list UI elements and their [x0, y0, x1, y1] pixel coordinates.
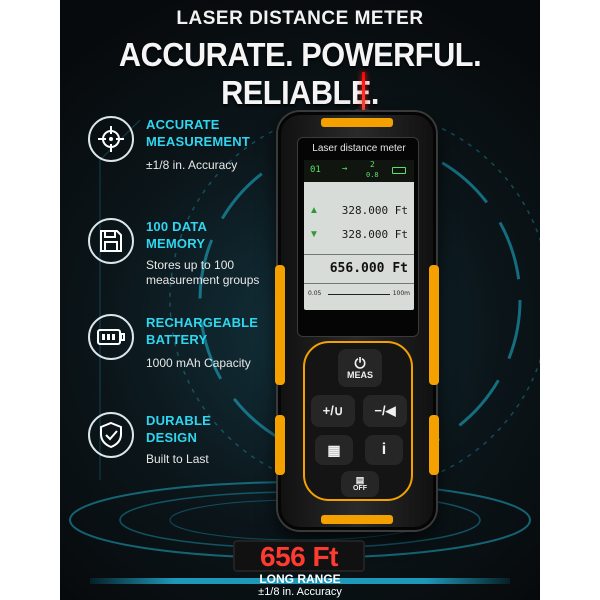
lcd-row-value: 328.000 Ft	[341, 228, 408, 241]
scale-line	[328, 294, 390, 295]
triangle-down-icon: ▼	[309, 229, 319, 240]
shield-check-icon	[88, 412, 134, 458]
off-label: OFF	[353, 485, 367, 492]
lcd-display: 01 → 2 0.8 ▲ 328.000 Ft ▼ 328.000 Ft 656…	[304, 160, 414, 310]
power-icon: ⏻	[354, 355, 366, 371]
feature-title: DURABLE DESIGN	[146, 413, 211, 445]
feature-desc: ±1/8 in. Accuracy	[146, 158, 238, 172]
feature-title: RECHARGEABLE BATTERY	[146, 315, 259, 347]
arrow-right-icon: →	[342, 164, 348, 174]
lcd-row-value: 328.000 Ft	[341, 204, 408, 217]
device-bottom-accent	[321, 515, 393, 524]
menu-button[interactable]: ▦	[315, 435, 353, 465]
range-value: 656 Ft	[260, 541, 338, 572]
lcd-row-2: ▼ 328.000 Ft	[304, 224, 414, 246]
triangle-up-icon: ▲	[309, 205, 319, 216]
clear-icon: ▤	[355, 475, 365, 485]
white-border-left	[0, 0, 60, 600]
floppy-disk-icon	[88, 218, 134, 264]
meas-label: MEAS	[346, 370, 373, 380]
headline: ACCURATE. POWERFUL. RELIABLE.	[118, 36, 482, 111]
info-button[interactable]: i	[365, 435, 403, 465]
minus-button[interactable]: −/◀	[363, 395, 407, 427]
feature-rechargeable-battery: RECHARGEABLE BATTERY 1000 mAh Capacity	[88, 314, 268, 374]
range-label: LONG RANGE	[259, 572, 341, 586]
range-sub: ±1/8 in. Accuracy	[258, 586, 342, 598]
feature-desc: 1000 mAh Capacity	[146, 356, 251, 370]
plus-button[interactable]: +/∪	[311, 395, 355, 427]
clear-off-button[interactable]: ▤ OFF	[341, 471, 379, 497]
feature-title: 100 DATA MEMORY	[146, 219, 208, 251]
range-badge: 656 Ft	[233, 540, 365, 572]
battery-icon	[88, 314, 134, 360]
lcd-row-1: ▲ 328.000 Ft	[304, 200, 414, 222]
device-screen: Laser distance meter 01 → 2 0.8 ▲ 328.00…	[297, 137, 419, 337]
crosshair-icon	[88, 116, 134, 162]
screen-title: Laser distance meter	[312, 143, 406, 154]
laser-beam	[362, 72, 365, 124]
feature-accurate-measurement: ACCURATE MEASUREMENT ±1/8 in. Accuracy	[88, 116, 268, 176]
scale-end: 100m	[392, 290, 410, 297]
range-ruler	[90, 578, 510, 584]
lcd-main-reading: 656.000 Ft	[304, 254, 414, 284]
device-keypad: ⏻ MEAS +/∪ −/◀ ▦ i ▤ OFF	[303, 341, 413, 501]
device-side-accent-right	[429, 265, 439, 385]
lcd-count: 2	[370, 160, 375, 169]
lcd-range-scale: 0.05 100m	[308, 288, 410, 306]
lcd-mode: 01	[310, 165, 321, 175]
device-side-accent-left-lower	[275, 415, 285, 475]
lcd-status-bar: 01 → 2 0.8	[304, 160, 414, 182]
product-kicker: LASER DISTANCE METER	[176, 8, 424, 29]
device-top-accent	[321, 118, 393, 127]
white-border-right	[540, 0, 600, 600]
feature-title: ACCURATE MEASUREMENT	[146, 117, 251, 149]
device-side-accent-right-lower	[429, 415, 439, 475]
scale-start: 0.05	[308, 290, 322, 297]
lcd-offset: 0.8	[366, 171, 379, 179]
device-side-accent-left	[275, 265, 285, 385]
feature-data-memory: 100 DATA MEMORY Stores up to 100 measure…	[88, 218, 268, 290]
feature-durable-design: DURABLE DESIGN Built to Last	[88, 412, 268, 472]
meas-power-button[interactable]: ⏻ MEAS	[338, 349, 382, 387]
laser-meter-device: Laser distance meter 01 → 2 0.8 ▲ 328.00…	[275, 112, 439, 530]
feature-desc: Built to Last	[146, 452, 209, 466]
battery-icon	[392, 167, 406, 174]
lcd-main-value: 656.000 Ft	[329, 261, 408, 276]
feature-desc: Stores up to 100 measurement groups	[146, 258, 260, 287]
